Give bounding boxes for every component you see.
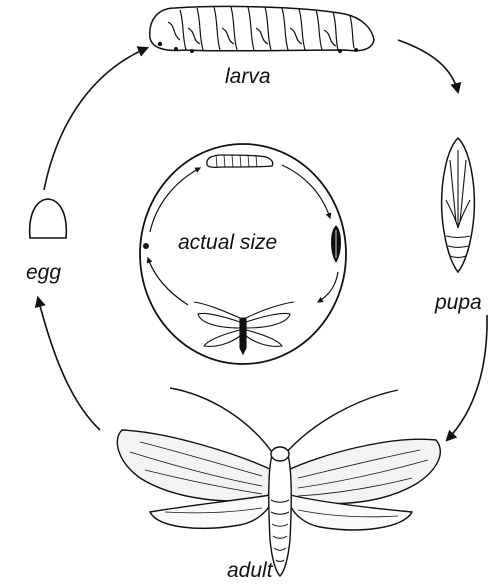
inset-egg [143, 243, 149, 249]
label-adult: adult [227, 560, 273, 581]
inset-arrow-egg-to-larva [150, 168, 200, 232]
egg-drawing [30, 199, 67, 238]
inset-caption: actual size [178, 232, 277, 253]
label-larva: larva [225, 66, 271, 87]
arrow-larva-to-pupa [398, 40, 458, 92]
label-pupa: pupa [435, 292, 482, 313]
pupa-drawing [442, 138, 475, 272]
adult-moth-drawing [117, 388, 440, 576]
inset-moth [194, 302, 294, 354]
inset-arrow-adult-to-egg [148, 258, 188, 305]
actual-size-inset [140, 144, 346, 364]
arrow-pupa-to-adult [447, 315, 487, 440]
inset-arrow-pupa-to-adult [318, 272, 338, 302]
larva-drawing [150, 6, 374, 53]
label-egg: egg [26, 262, 61, 283]
inset-arrow-larva-to-pupa [282, 165, 330, 218]
arrow-adult-to-egg [38, 298, 100, 430]
arrow-egg-to-larva [44, 48, 147, 190]
